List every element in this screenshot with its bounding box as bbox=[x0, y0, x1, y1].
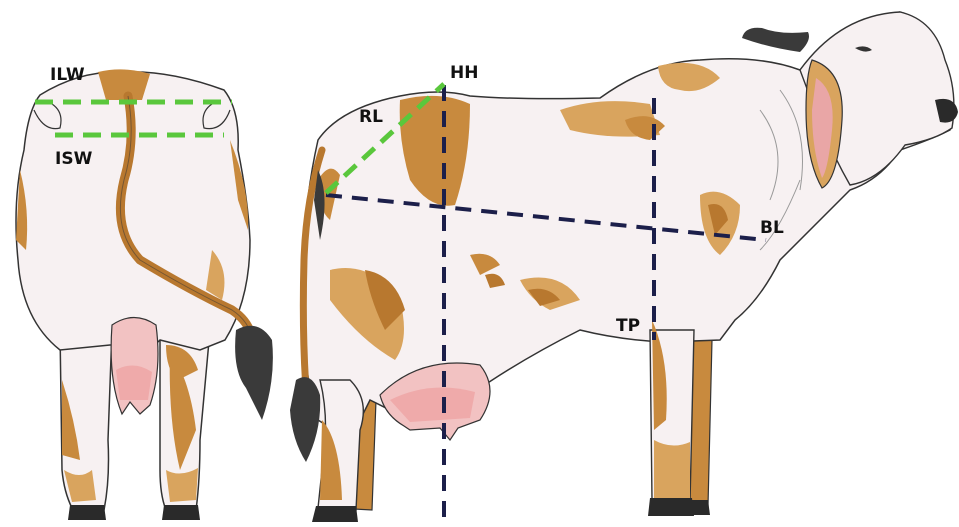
cow-rear-view: ILW ISW bbox=[16, 65, 273, 520]
hind-hoof bbox=[312, 506, 358, 522]
horn bbox=[742, 28, 809, 52]
rear-tail-switch bbox=[235, 326, 273, 420]
tp-label: TP bbox=[616, 316, 640, 336]
bl-label: BL bbox=[760, 218, 784, 238]
rear-right-hoof bbox=[162, 505, 200, 520]
hh-label: HH bbox=[450, 63, 478, 83]
rear-left-hoof bbox=[68, 505, 106, 520]
isw-label: ISW bbox=[55, 149, 93, 169]
ilw-label: ILW bbox=[50, 65, 85, 85]
cow-side-view: HH RL BL TP bbox=[290, 12, 958, 522]
side-tail-switch bbox=[290, 377, 320, 462]
rl-label: RL bbox=[359, 107, 383, 127]
